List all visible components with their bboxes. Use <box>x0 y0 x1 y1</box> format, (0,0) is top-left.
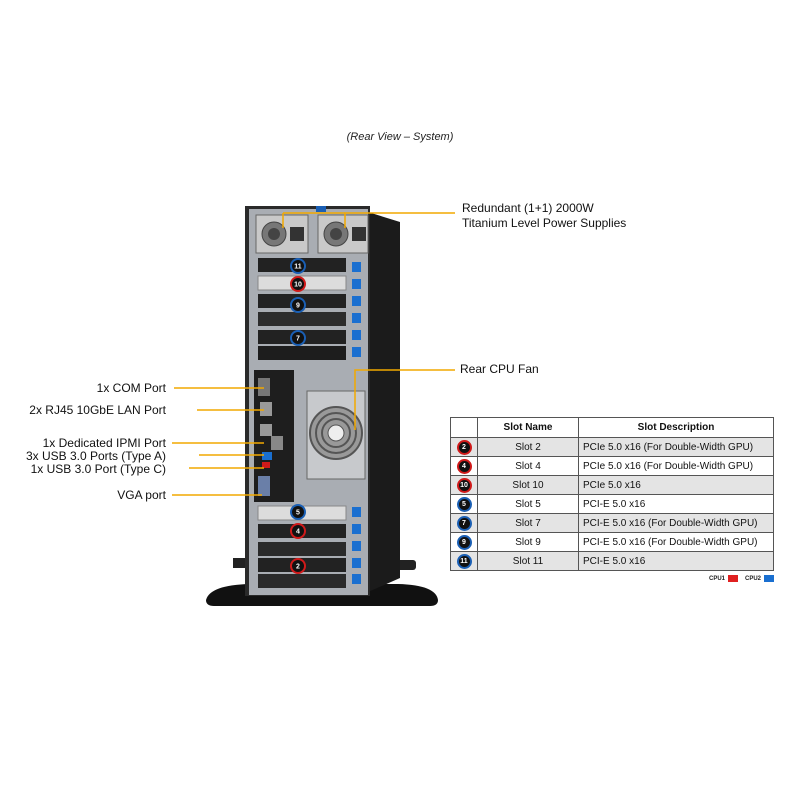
callout-lines <box>172 212 455 496</box>
top-strip <box>316 206 326 212</box>
diagram-slot-badge-label: 10 <box>294 282 302 289</box>
slot-badge: 7 <box>456 515 472 531</box>
slot-badge: 4 <box>456 458 472 474</box>
slot-badge: 11 <box>456 553 472 569</box>
diagram-slot-badge-label: 2 <box>296 564 300 571</box>
callout-ipmi: 1x Dedicated IPMI Port <box>42 436 166 450</box>
slot-name: Slot 11 <box>477 551 579 571</box>
header-badge <box>450 417 478 438</box>
slot-name: Slot 2 <box>477 437 579 457</box>
callout-com: 1x COM Port <box>96 381 166 395</box>
slot-badge: 10 <box>456 477 472 493</box>
slot-badge: 5 <box>456 496 472 512</box>
diagram-slot-badge-label: 11 <box>294 264 302 271</box>
rear-fan <box>306 390 366 480</box>
slot-name: Slot 4 <box>477 456 579 476</box>
psu-right <box>317 214 369 254</box>
psu-left <box>255 214 309 254</box>
diagram-slot-badge-label: 4 <box>296 529 300 536</box>
diagram-slot-badge: 9 <box>290 297 306 313</box>
slot-description: PCIe 5.0 x16 (For Double-Width GPU) <box>578 456 774 476</box>
callout-power-line2: Titanium Level Power Supplies <box>462 216 627 230</box>
slot-name: Slot 7 <box>477 513 579 533</box>
table-row: 7 Slot 7 PCI-E 5.0 x16 (For Double-Width… <box>450 513 774 533</box>
slot-badge: 2 <box>456 439 472 455</box>
callout-power: Redundant (1+1) 2000W Titanium Level Pow… <box>462 201 626 231</box>
cpu-legend: CPU1 CPU2 <box>709 575 778 582</box>
diagram-slot-badge: 7 <box>290 330 306 346</box>
diagram-slot-badge: 5 <box>290 504 306 520</box>
slot-table-header: Slot Name Slot Description <box>450 417 774 438</box>
callout-usb-c: 1x USB 3.0 Port (Type C) <box>30 462 166 476</box>
slot-badge: 9 <box>456 534 472 550</box>
header-slot-name: Slot Name <box>477 417 579 438</box>
slot-name: Slot 10 <box>477 475 579 495</box>
slot-description: PCIe 5.0 x16 <box>578 475 774 495</box>
legend-cpu1-swatch <box>728 575 739 582</box>
slot-table: Slot Name Slot Description 2 Slot 2 PCIe… <box>450 417 774 571</box>
callout-rear-fan: Rear CPU Fan <box>460 362 539 376</box>
callout-power-line1: Redundant (1+1) 2000W <box>462 201 594 215</box>
slot-description: PCI-E 5.0 x16 (For Double-Width GPU) <box>578 532 774 552</box>
legend-cpu2-swatch <box>764 575 775 582</box>
lower-latches <box>352 507 361 584</box>
table-row: 5 Slot 5 PCI-E 5.0 x16 <box>450 494 774 514</box>
diagram-slot-badge: 11 <box>290 258 306 274</box>
line-fan <box>354 369 455 430</box>
slot-name: Slot 5 <box>477 494 579 514</box>
callout-lan: 2x RJ45 10GbE LAN Port <box>29 403 166 417</box>
diagram-slot-badge-label: 5 <box>296 510 300 517</box>
table-row: 2 Slot 2 PCIe 5.0 x16 (For Double-Width … <box>450 437 774 457</box>
diagram-slot-badges: 11 10 9 7 5 4 2 <box>290 258 306 574</box>
diagram-slot-badge: 4 <box>290 523 306 539</box>
slot-description: PCIe 5.0 x16 (For Double-Width GPU) <box>578 437 774 457</box>
chassis-side <box>368 212 400 592</box>
stand-foot-left <box>233 558 247 568</box>
table-row: 9 Slot 9 PCI-E 5.0 x16 (For Double-Width… <box>450 532 774 552</box>
callout-usb-a: 3x USB 3.0 Ports (Type A) <box>25 449 166 463</box>
slot-description: PCI-E 5.0 x16 <box>578 551 774 571</box>
diagram-slot-badge: 10 <box>290 276 306 292</box>
slot-description: PCI-E 5.0 x16 <box>578 494 774 514</box>
table-row: 11 Slot 11 PCI-E 5.0 x16 <box>450 551 774 571</box>
upper-latches <box>352 262 361 357</box>
diagram-slot-badge-label: 9 <box>296 303 300 310</box>
table-row: 10 Slot 10 PCIe 5.0 x16 <box>450 475 774 495</box>
callout-vga: VGA port <box>117 488 166 502</box>
table-row: 4 Slot 4 PCIe 5.0 x16 (For Double-Width … <box>450 456 774 476</box>
diagram-slot-badge: 2 <box>290 558 306 574</box>
slot-name: Slot 9 <box>477 532 579 552</box>
io-panel <box>254 370 294 502</box>
figure-caption: (Rear View – System) <box>346 131 454 143</box>
stand-foot-right <box>396 560 416 570</box>
header-slot-description: Slot Description <box>578 417 774 438</box>
slot-description: PCI-E 5.0 x16 (For Double-Width GPU) <box>578 513 774 533</box>
legend-cpu1-label: CPU1 <box>709 575 726 582</box>
legend-cpu2-label: CPU2 <box>745 575 762 582</box>
diagram-slot-badge-label: 7 <box>296 336 300 343</box>
